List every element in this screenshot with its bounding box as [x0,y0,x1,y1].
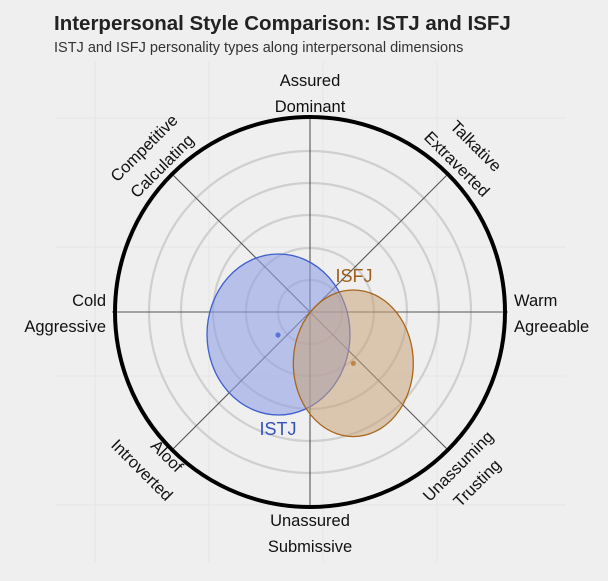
chart-title: Interpersonal Style Comparison: ISTJ and… [54,12,511,35]
isfj-center-dot [350,360,356,366]
istj-center-dot [275,332,281,338]
chart-subtitle: ISTJ and ISFJ personality types along in… [54,40,464,56]
label-agreeable: Agreeable [514,318,589,336]
label-aggressive: Aggressive [24,318,106,336]
label-dominant: Dominant [275,98,346,116]
istj-label: ISTJ [259,419,296,439]
outer-circle [113,115,507,509]
isfj-label: ISFJ [335,266,372,286]
label-warm: Warm [514,292,557,310]
label-cold: Cold [72,292,106,310]
series-isfj [292,289,414,438]
label-unassured: Unassured [270,512,350,530]
label-assured: Assured [280,72,341,90]
label-submissive: Submissive [268,538,352,556]
